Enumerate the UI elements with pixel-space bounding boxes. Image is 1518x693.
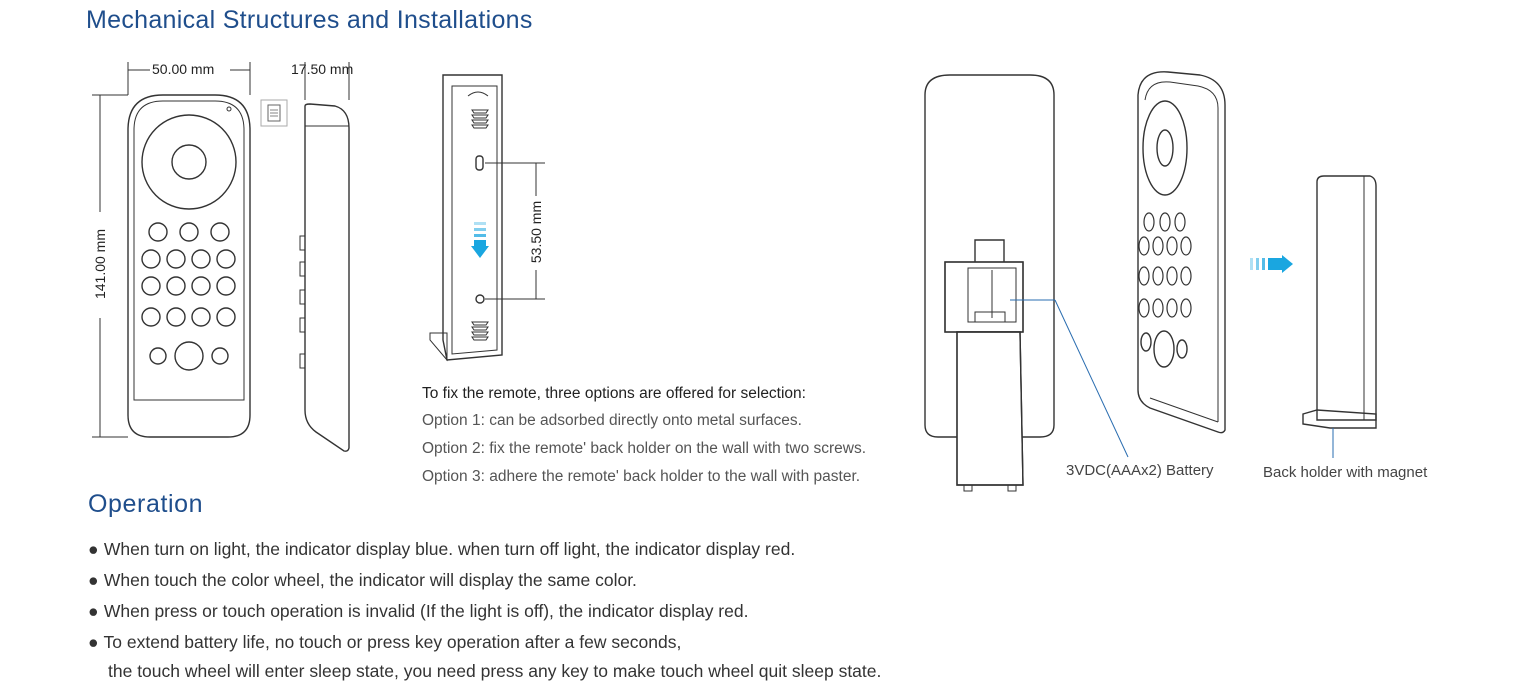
bullet-icon: ● [88,570,99,590]
battery-view [924,74,1129,492]
key-button [1152,266,1164,286]
key-button [166,249,186,269]
operation-item-continuation: the touch wheel will enter sleep state, … [108,661,882,681]
remote-front-view [92,62,251,438]
key-button [166,307,186,327]
key-button [1180,236,1192,256]
operation-item-text: To extend battery life, no touch or pres… [103,632,682,652]
key-button [1138,298,1150,318]
key-button [191,307,211,327]
operation-item-text: When turn on light, the indicator displa… [103,539,796,559]
dim-screw-spacing: 53.50 mm [528,200,544,264]
key-button [141,307,161,327]
mechanical-title: Mechanical Structures and Installations [86,6,533,34]
key-button [1138,266,1150,286]
dim-height: 141.00 mm [92,228,108,300]
bullet-icon: ● [88,601,99,621]
operation-item: ● When turn on light, the indicator disp… [88,539,795,560]
key-button [1159,212,1171,232]
battery-caption: 3VDC(AAAx2) Battery [1066,462,1214,479]
operation-title: Operation [88,490,204,518]
key-button [191,276,211,296]
dim-thickness: 17.50 mm [291,61,354,77]
key-button [191,249,211,269]
bullet-icon: ● [88,632,99,652]
key-button [1174,212,1186,232]
grip-slot [471,321,489,326]
remote-perspective-view [1137,71,1226,434]
key-button [216,249,236,269]
key-button [1166,298,1178,318]
key-button [179,222,199,242]
grip-slot [471,119,489,124]
key-button [1180,298,1192,318]
key-button [1166,236,1178,256]
arrow-down-icon [471,222,489,258]
bullet-icon: ● [88,539,99,559]
arrow-right-icon [1250,255,1293,273]
touch-wheel [141,114,237,210]
grip-slot [471,124,489,129]
grip-slot [471,326,489,331]
phone-icon [260,99,288,127]
holder-caption: Back holder with magnet [1263,464,1428,481]
key-button [216,276,236,296]
key-button [1138,236,1150,256]
operation-item-text: When touch the color wheel, the indicato… [103,570,637,590]
key-button [1180,266,1192,286]
grip-slot [471,114,489,119]
holder-with-magnet [1302,175,1377,458]
key-button [210,222,230,242]
grip-slot [471,109,489,114]
key-button [1166,266,1178,286]
back-holder [429,74,545,362]
fixing-option-2: Option 2: fix the remote' back holder on… [422,440,867,457]
key-button [148,222,168,242]
key-button [1152,236,1164,256]
key-button [216,307,236,327]
grip-slot [471,331,489,336]
remote-side-view [299,62,350,452]
operation-item-text: When press or touch operation is invalid… [103,601,749,621]
key-button [141,249,161,269]
grip-slot [471,336,489,341]
operation-item: ● When press or touch operation is inval… [88,601,748,622]
dim-width: 50.00 mm [152,61,215,77]
key-button [1143,212,1155,232]
key-button [1152,298,1164,318]
fixing-heading: To fix the remote, three options are off… [422,385,806,402]
operation-item: ● To extend battery life, no touch or pr… [88,632,681,653]
operation-item: ● When touch the color wheel, the indica… [88,570,637,591]
key-button [141,276,161,296]
fixing-option-1: Option 1: can be adsorbed directly onto … [422,412,802,429]
fixing-option-3: Option 3: adhere the remote' back holder… [422,468,861,485]
key-button [166,276,186,296]
